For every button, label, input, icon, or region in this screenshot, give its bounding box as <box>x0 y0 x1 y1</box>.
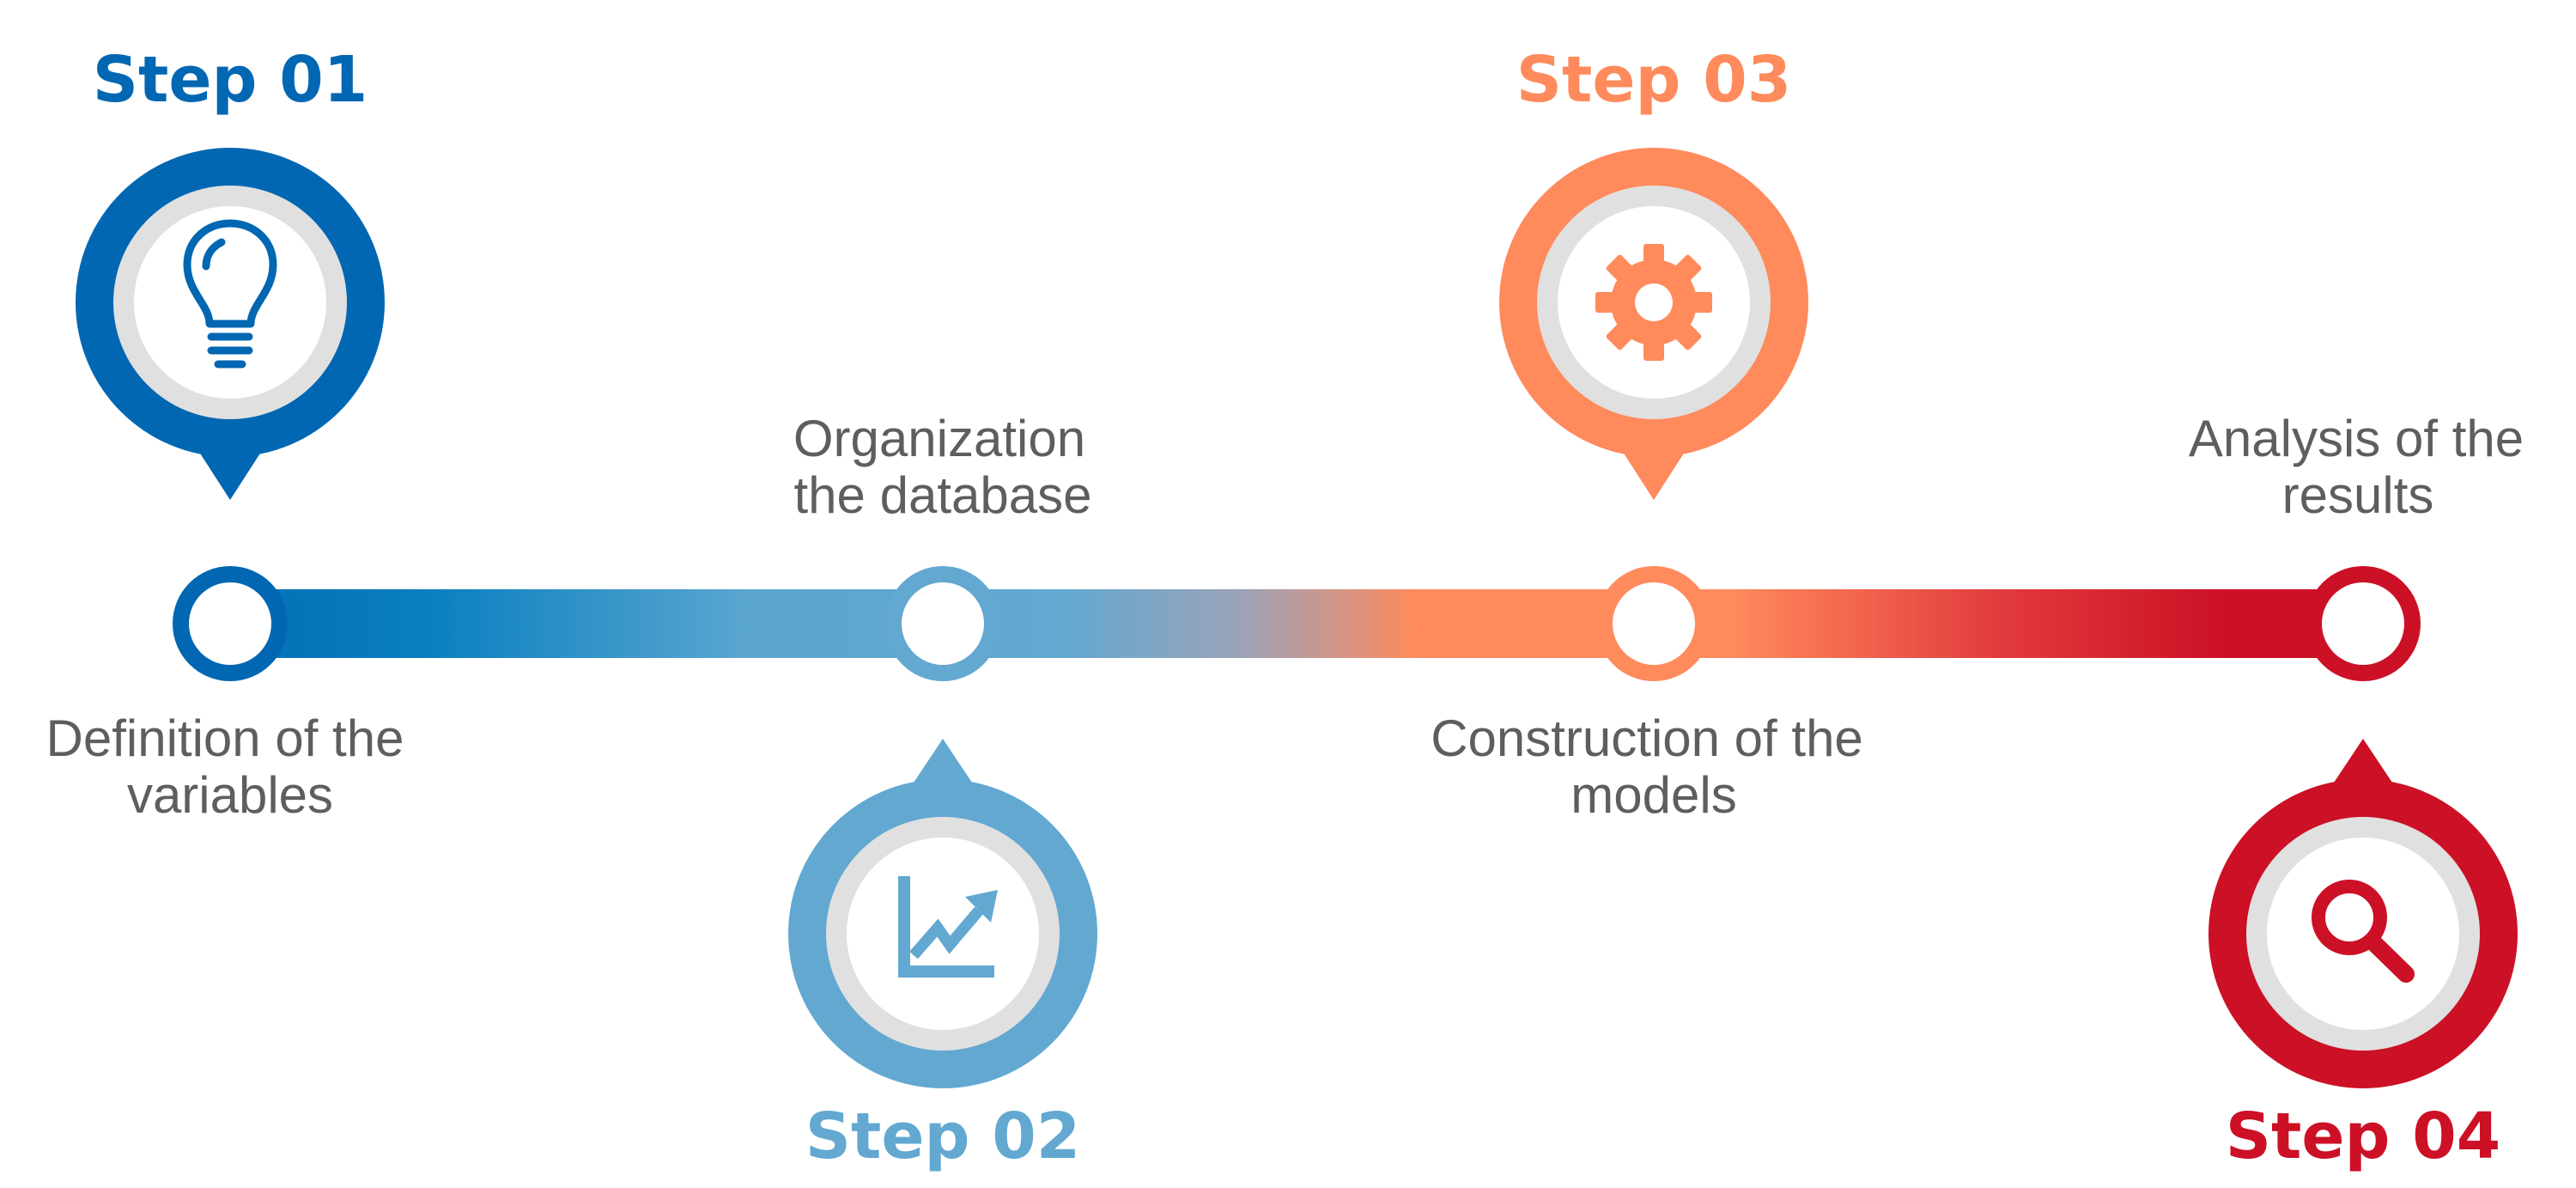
step-1-desc-line-1: Definition of the <box>46 710 404 767</box>
step-2: Organization the database Step 02 <box>788 410 1097 1173</box>
step-4: Analysis of the results Step 04 <box>2189 410 2524 1173</box>
step-3: Step 03 Construc <box>1431 43 1863 824</box>
step-4-desc-line-1: Analysis of the <box>2189 410 2524 467</box>
timeline-node-4 <box>2306 566 2421 681</box>
lightbulb-icon <box>183 219 277 369</box>
step-2-title: Step 02 <box>805 1100 1081 1173</box>
step-4-pin <box>2208 739 2518 1088</box>
step-4-desc-line-2: results <box>2282 466 2434 524</box>
step-3-desc-line-2: models <box>1571 766 1736 824</box>
growth-chart-icon <box>898 876 998 978</box>
step-3-desc-line-1: Construction of the <box>1431 710 1863 767</box>
step-1-pin <box>76 148 385 500</box>
step-3-title: Step 03 <box>1516 43 1792 117</box>
timeline-node-1 <box>173 566 288 681</box>
step-1-desc-line-2: variables <box>127 766 333 824</box>
step-2-desc-line-1: Organization <box>793 410 1085 467</box>
gear-icon <box>1595 244 1712 361</box>
step-4-title: Step 04 <box>2226 1100 2501 1173</box>
timeline-node-3 <box>1596 566 1711 681</box>
step-1: Step 01 Definition of the variables <box>46 43 404 824</box>
step-1-title: Step 01 <box>93 43 368 117</box>
timeline-bar <box>230 589 2360 658</box>
timeline-node-2 <box>885 566 1000 681</box>
step-2-desc-line-2: the database <box>794 466 1092 524</box>
magnifier-icon <box>2312 880 2415 983</box>
step-2-pin <box>788 739 1097 1088</box>
step-3-pin <box>1499 148 1808 500</box>
